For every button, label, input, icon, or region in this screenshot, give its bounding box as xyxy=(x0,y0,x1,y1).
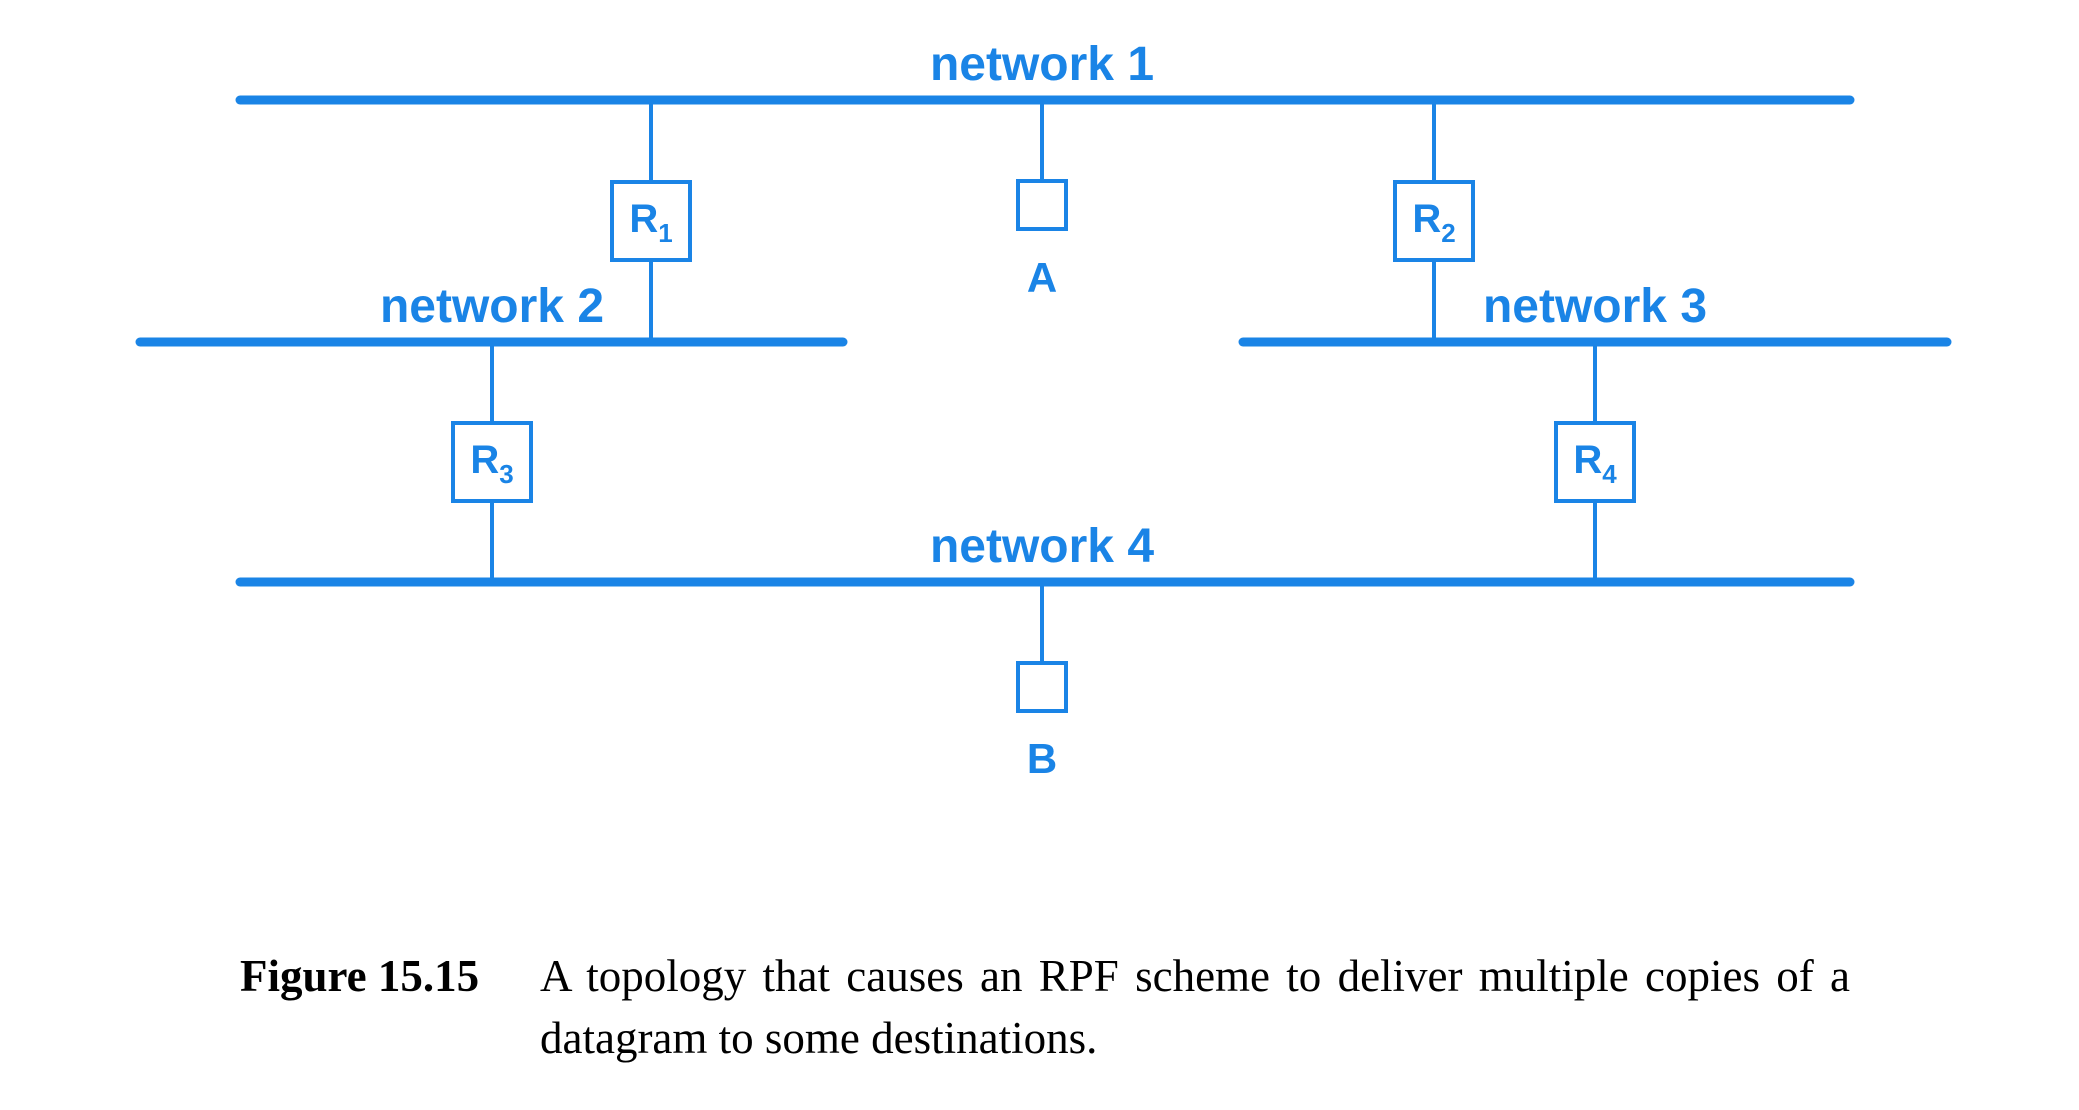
router-r3-box xyxy=(451,421,533,503)
router-r2-box xyxy=(1393,180,1475,262)
router-r1-box xyxy=(610,180,692,262)
host-a: A xyxy=(1016,100,1068,301)
host-b-label: B xyxy=(1027,735,1057,782)
router-r1: R1 xyxy=(610,100,692,342)
host-b: B xyxy=(1016,582,1068,782)
host-b-box xyxy=(1016,661,1068,713)
router-r4-label: R4 xyxy=(1573,438,1617,489)
router-r3-label: R3 xyxy=(470,438,513,489)
figure-number: Figure 15.15 xyxy=(240,951,480,1001)
figure-caption: Figure 15.15 A topology that causes an R… xyxy=(240,945,1850,1069)
network-3-label: network 3 xyxy=(1483,280,1707,333)
host-a-label: A xyxy=(1027,254,1057,301)
router-r2-label: R2 xyxy=(1412,197,1455,248)
router-r1-label: R1 xyxy=(629,197,672,248)
network-2-label: network 2 xyxy=(380,280,604,333)
router-r4: R4 xyxy=(1554,342,1636,582)
host-a-box xyxy=(1016,179,1068,231)
network-1-label: network 1 xyxy=(930,38,1154,91)
router-r2: R2 xyxy=(1393,100,1475,342)
router-r4-box xyxy=(1554,421,1636,503)
figure-caption-text: A topology that causes an RPF scheme to … xyxy=(540,951,1850,1063)
router-r3: R3 xyxy=(451,342,533,582)
network-4-label: network 4 xyxy=(930,520,1154,573)
